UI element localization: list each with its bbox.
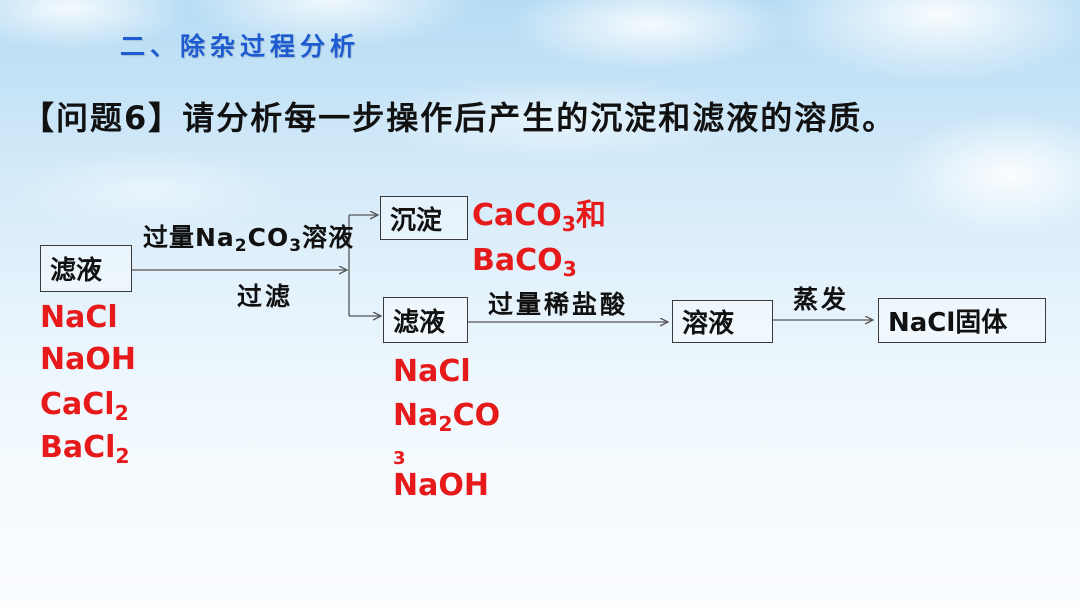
- evaporate-operation-label: 蒸发: [793, 285, 850, 314]
- product-box: NaCl固体: [878, 298, 1046, 343]
- formula-text: BaCl: [40, 430, 116, 465]
- start-filtrate-label: 滤液: [50, 256, 103, 286]
- formula-text: NaCl: [393, 354, 471, 389]
- subscript: 2: [234, 236, 248, 257]
- precipitate-label: 沉淀: [390, 205, 443, 236]
- initial-solute-line: NaCl: [40, 300, 118, 336]
- subscript: 2: [115, 444, 130, 469]
- filtrate-box: 滤液: [383, 297, 468, 343]
- formula-text: CaCO: [472, 198, 562, 233]
- filtrate-solute-line: NaCl: [393, 354, 471, 390]
- filtrate-solute-line: NaOH: [393, 468, 489, 504]
- solution-box: 溶液: [672, 300, 773, 343]
- reagent-text: 溶液: [302, 223, 355, 252]
- formula-text: NaCl: [40, 300, 118, 335]
- formula-text: BaCO: [472, 243, 563, 278]
- initial-solute-line: NaOH: [40, 342, 136, 378]
- subscript: 3: [561, 212, 576, 237]
- formula-text: CaCl: [40, 387, 115, 422]
- section-title: 二、除杂过程分析: [120, 32, 361, 61]
- initial-solute-line: BaCl2: [40, 430, 130, 466]
- formula-text: CO: [452, 398, 501, 433]
- reagent-text: CO: [247, 223, 290, 252]
- precipitate-box: 沉淀: [380, 196, 468, 240]
- formula-text: 3: [393, 448, 406, 469]
- filtrate-solute-line: 3: [393, 448, 406, 470]
- precipitate-line: BaCO3: [472, 243, 577, 279]
- formula-text: NaOH: [393, 468, 489, 503]
- product-label: NaCl固体: [888, 308, 1008, 338]
- precipitate-line: CaCO3和: [472, 198, 606, 234]
- formula-text: NaOH: [40, 342, 136, 377]
- filtrate-solute-line: Na2CO: [393, 398, 500, 434]
- filter-operation-label: 过滤: [237, 282, 294, 311]
- formula-text: Na: [393, 398, 439, 433]
- filtrate-label: 滤液: [393, 307, 446, 338]
- sodium-carbonate-reagent-label: 过量Na2CO3溶液: [143, 222, 355, 257]
- reagent-text: 过量Na: [143, 223, 235, 252]
- subscript: 2: [114, 401, 129, 426]
- subscript: 3: [289, 236, 303, 257]
- subscript: 2: [438, 412, 453, 437]
- start-filtrate-box: 滤液: [40, 245, 132, 292]
- solution-label: 溶液: [682, 309, 735, 339]
- formula-text: 和: [575, 198, 606, 233]
- hydrochloric-acid-reagent-label: 过量稀盐酸: [488, 290, 629, 319]
- initial-solute-line: CaCl2: [40, 387, 129, 423]
- subscript: 3: [562, 257, 577, 282]
- question-text: 【问题6】请分析每一步操作后产生的沉淀和滤液的溶质。: [22, 99, 897, 137]
